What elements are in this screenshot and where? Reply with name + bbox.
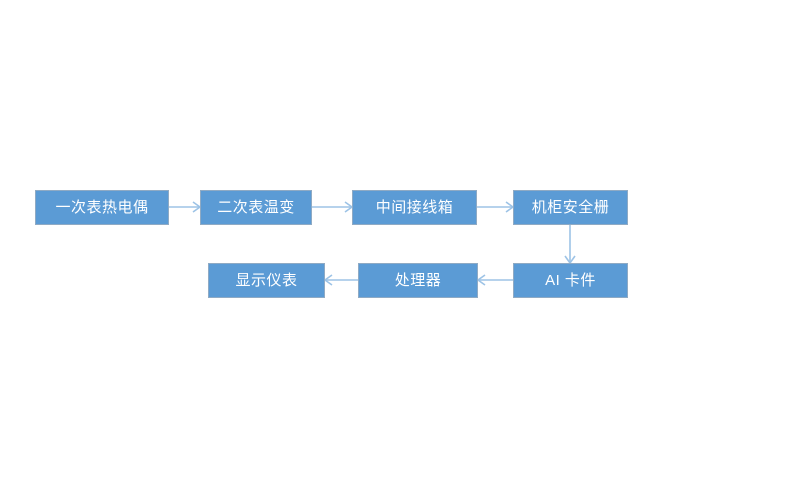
node-cabinet-safety-barrier[interactable]: 机柜安全栅	[513, 190, 628, 225]
node-display-instrument[interactable]: 显示仪表	[208, 263, 325, 298]
node-label-primary-thermocouple: 一次表热电偶	[55, 199, 149, 216]
node-junction-box[interactable]: 中间接线箱	[352, 190, 477, 225]
node-primary-thermocouple[interactable]: 一次表热电偶	[35, 190, 169, 225]
node-label-secondary-temp-transmitter: 二次表温变	[217, 199, 295, 216]
node-label-display-instrument: 显示仪表	[235, 272, 298, 289]
node-ai-card[interactable]: AI 卡件	[513, 263, 628, 298]
node-label-ai-card: AI 卡件	[545, 272, 596, 289]
node-processor[interactable]: 处理器	[358, 263, 478, 298]
node-label-cabinet-safety-barrier: 机柜安全栅	[531, 199, 610, 216]
node-label-junction-box: 中间接线箱	[375, 199, 454, 216]
node-secondary-temp-transmitter[interactable]: 二次表温变	[200, 190, 312, 225]
node-label-processor: 处理器	[394, 272, 442, 289]
